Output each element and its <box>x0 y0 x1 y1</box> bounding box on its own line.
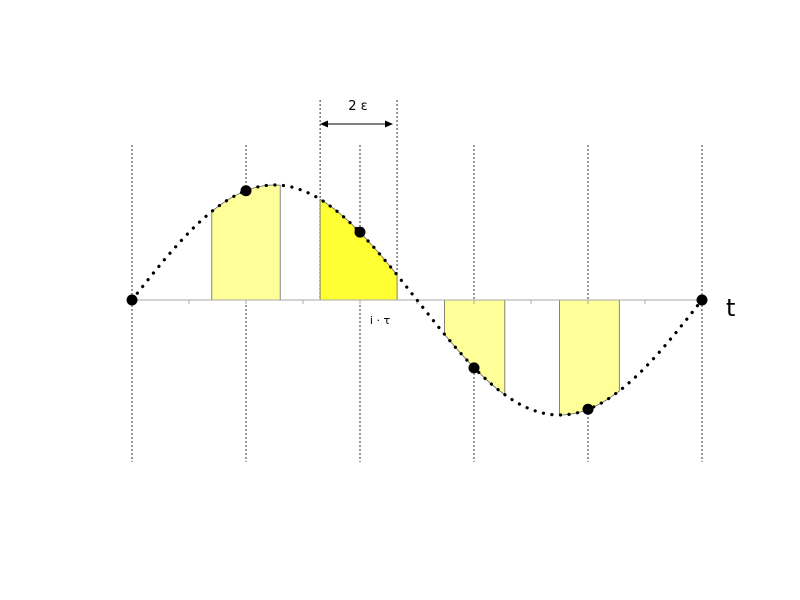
sampling-window-highlighted <box>319 198 398 301</box>
sampling-window <box>443 299 506 396</box>
sample-point <box>354 226 366 238</box>
sample-point <box>468 362 480 374</box>
sample-points <box>126 185 708 415</box>
sine-curve-path <box>130 183 704 417</box>
epsilon-arrow-left-head <box>320 120 328 128</box>
sample-time-label: i · τ <box>370 314 391 327</box>
epsilon-dimension: 2 ε <box>320 99 393 128</box>
axis-label-t: t <box>726 294 735 322</box>
epsilon-arrow-right-head <box>385 120 393 128</box>
sample-point <box>240 185 252 197</box>
sample-point <box>582 403 594 415</box>
epsilon-label: 2 ε <box>348 99 367 114</box>
sampling-window <box>559 299 620 416</box>
sampling-window <box>211 184 281 301</box>
sample-point <box>126 294 138 306</box>
sine-curve <box>130 183 704 417</box>
sample-point <box>696 294 708 306</box>
